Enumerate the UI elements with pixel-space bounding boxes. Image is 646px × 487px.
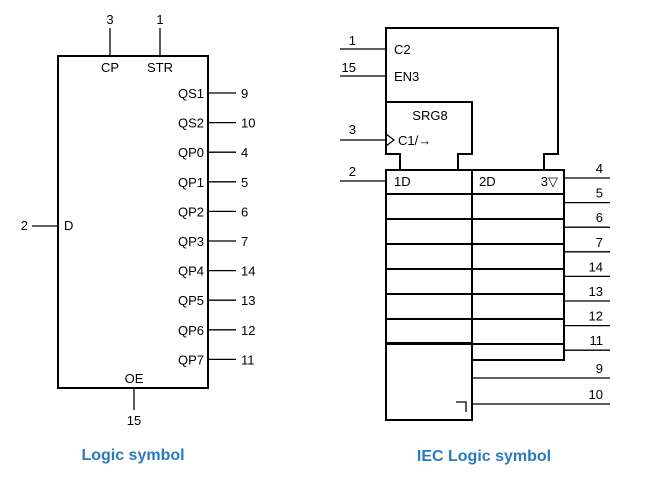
pin-label-str: STR <box>147 60 173 75</box>
cell-dividers <box>386 193 564 345</box>
cell-column-right <box>471 169 565 361</box>
output-qualifier: 3▽ <box>541 174 558 189</box>
pin-number-qp4: 14 <box>241 264 255 279</box>
pin-number-cp: 3 <box>106 12 113 27</box>
output-number-13: 13 <box>589 284 603 299</box>
output-number-7: 7 <box>596 235 603 250</box>
pin-label-qp3: QP3 <box>178 234 204 249</box>
serial-output-number-10: 10 <box>589 387 603 402</box>
pin-number-oe: 15 <box>127 413 141 428</box>
pin-label-qp0: QP0 <box>178 145 204 160</box>
data-input-number: 2 <box>349 164 356 179</box>
input-number-en3: 15 <box>342 60 356 75</box>
pin-number-qp7: 11 <box>241 352 255 367</box>
output-number-6: 6 <box>596 210 603 225</box>
register-label: SRG8 <box>412 108 447 123</box>
iec-logic-symbol: 1 C2 15 EN3 SRG8 3 C1/→ 2 1D 2D 3▽ 4 5 6 7 1… <box>340 27 610 465</box>
pin-label-qp1: QP1 <box>178 175 204 190</box>
output-number-12: 12 <box>589 309 603 324</box>
pin-number-qs1: 9 <box>241 86 248 101</box>
clock-input-number: 3 <box>349 122 356 137</box>
input-label-c2: C2 <box>394 42 411 57</box>
serial-output-number-9: 9 <box>596 361 603 376</box>
pin-number-qp0: 4 <box>241 145 248 160</box>
pin-label-qp2: QP2 <box>178 204 204 219</box>
clock-input-label: C1/→ <box>398 133 431 148</box>
parallel-outputs: 4 5 6 7 14 13 12 11 <box>564 161 610 351</box>
register-cells <box>385 169 565 421</box>
iec-symbol-caption: IEC Logic symbol <box>417 448 551 465</box>
output-number-14: 14 <box>589 259 603 274</box>
pin-label-qp7: QP7 <box>178 352 204 367</box>
output-number-5: 5 <box>596 186 603 201</box>
pin-number-qp1: 5 <box>241 175 248 190</box>
output-corner-mark-icon <box>456 401 467 412</box>
pin-label-qp4: QP4 <box>178 264 204 279</box>
pin-label-cp: CP <box>101 60 119 75</box>
pin-number-str: 1 <box>156 12 163 27</box>
pin-label-qs1: QS1 <box>178 86 204 101</box>
pin-label-qs2: QS2 <box>178 116 204 131</box>
clock-triangle-icon <box>385 133 396 147</box>
pin-number-qp5: 13 <box>241 293 255 308</box>
first-cell-label: 2D <box>479 174 496 189</box>
output-number-4: 4 <box>596 161 603 176</box>
pin-number-qp6: 12 <box>241 323 255 338</box>
logic-symbol-caption: Logic symbol <box>81 447 184 464</box>
pin-number-qp2: 6 <box>241 204 248 219</box>
input-number-c2: 1 <box>349 33 356 48</box>
pin-label-qp6: QP6 <box>178 323 204 338</box>
output-number-11: 11 <box>590 333 604 348</box>
pin-label-oe: OE <box>125 371 144 386</box>
data-input-label: 1D <box>394 174 411 189</box>
pin-label-qp5: QP5 <box>178 293 204 308</box>
pin-number-qs2: 10 <box>241 116 255 131</box>
pin-number-d: 2 <box>21 218 28 233</box>
pin-label-d: D <box>64 218 73 233</box>
pin-number-qp3: 7 <box>241 234 248 249</box>
logic-symbol-body <box>57 55 209 389</box>
input-label-en3: EN3 <box>394 69 419 84</box>
